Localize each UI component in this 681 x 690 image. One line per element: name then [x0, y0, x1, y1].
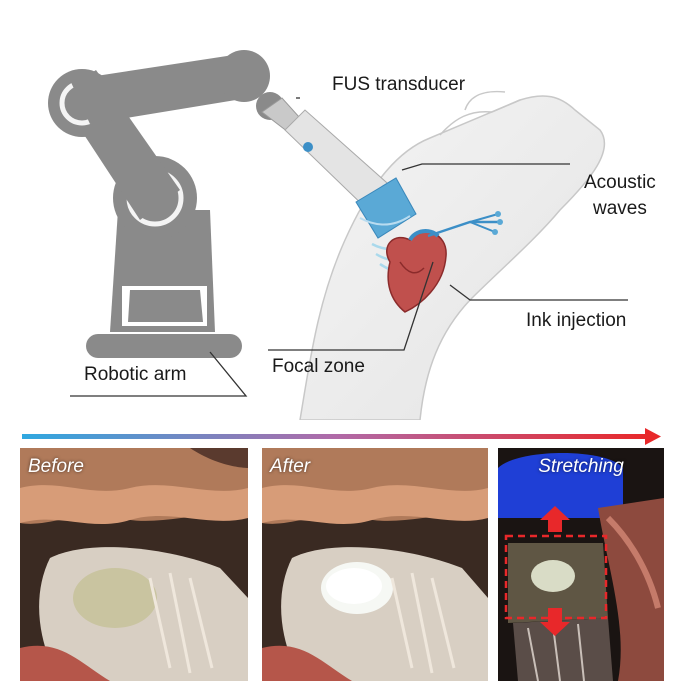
schematic-illustration	[48, 50, 628, 420]
tissue-photo-after	[262, 448, 488, 681]
label-fus-transducer: FUS transducer	[332, 74, 466, 95]
stretch-arrow-down	[540, 608, 570, 636]
label-robotic-arm: Robotic arm	[84, 364, 187, 385]
label-ink-injection: Ink injection	[526, 310, 627, 331]
robot-base	[86, 334, 242, 358]
robotic-arm-graphic	[48, 50, 284, 358]
panel-label-stretching: Stretching	[538, 456, 624, 477]
leader-lines	[70, 97, 628, 397]
stretch-arrow-up	[540, 506, 570, 532]
tissue-photo-stretching	[498, 448, 664, 681]
robot-joint-upper	[218, 50, 270, 102]
label-acoustic-waves-line1: Acoustic	[584, 172, 656, 193]
robot-segment-upper	[70, 54, 248, 124]
progression-arrow	[22, 428, 661, 445]
label-acoustic-waves-line2: waves	[593, 198, 647, 219]
panel-stretching: Stretching	[498, 448, 664, 681]
heart-graphic	[386, 211, 503, 313]
fus-transducer-graphic	[261, 97, 417, 239]
arrow-head	[645, 428, 661, 445]
panel-after: After	[262, 448, 488, 681]
label-focal-zone: Focal zone	[272, 356, 365, 377]
panel-label-before: Before	[28, 456, 84, 477]
arrow-shaft	[22, 434, 647, 439]
panel-before: Before	[20, 448, 248, 681]
panel-label-after: After	[270, 456, 311, 477]
tissue-photo-before	[20, 448, 248, 681]
